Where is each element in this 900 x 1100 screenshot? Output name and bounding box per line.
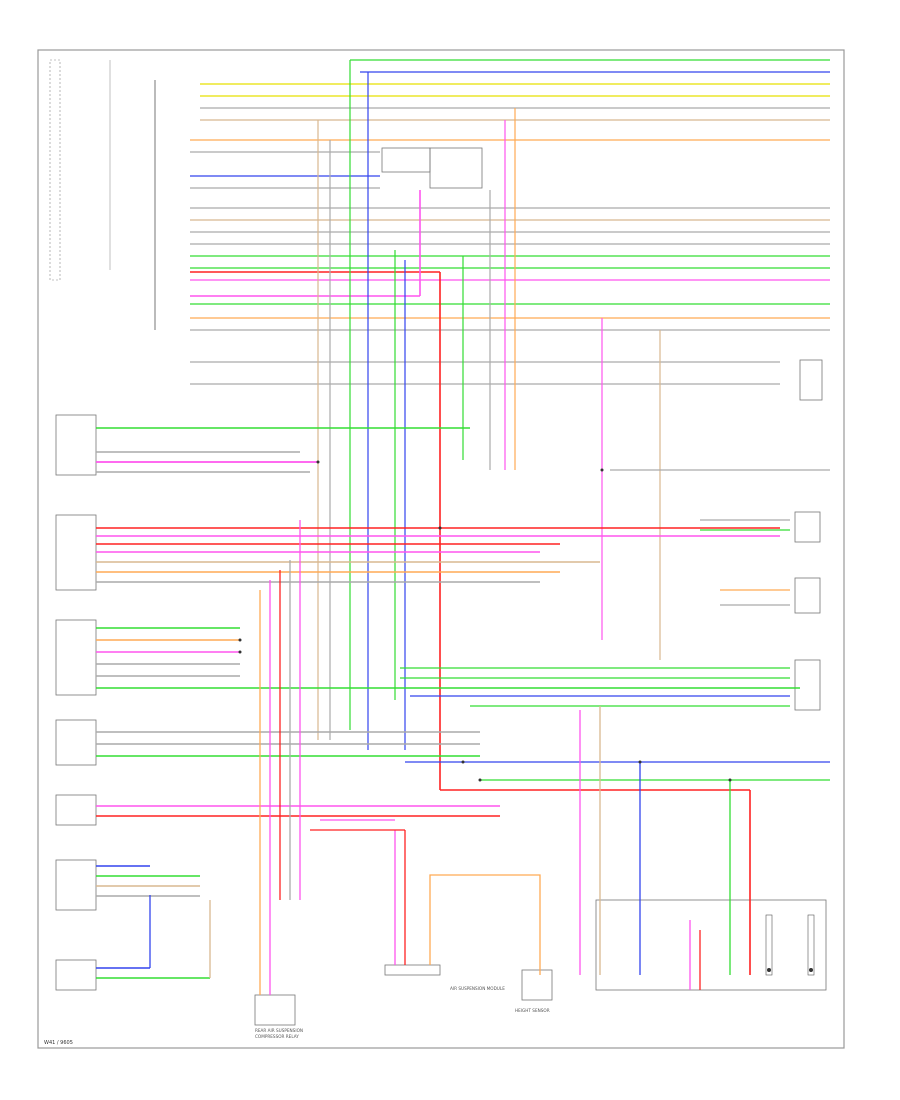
left-module-7 (55, 959, 97, 991)
relay-box-1 (381, 147, 431, 173)
right-module-2 (794, 511, 821, 543)
relay-box-2 (429, 147, 483, 189)
bottom-right-plugs (765, 914, 815, 976)
wire-group-left (96, 427, 800, 979)
left-module-5 (55, 794, 97, 826)
frame-id-label: W41 / 9605 (44, 1040, 73, 1046)
left-module-6 (55, 859, 97, 911)
bottom-right-connector (595, 899, 827, 991)
right-module-1 (799, 359, 823, 401)
bottom-connector-left (254, 994, 296, 1026)
left-module-1 (55, 414, 97, 476)
bottom-module-center (384, 964, 441, 976)
diagram-frame (37, 49, 845, 1049)
wire-group-bottom (149, 520, 701, 995)
module-label-bottom-center: AIR SUSPENSION MODULE (450, 986, 505, 991)
wire-group-right (400, 469, 830, 975)
left-module-4 (55, 719, 97, 766)
top-left-module-box (49, 59, 61, 281)
wire-group-vertical (109, 60, 661, 790)
bottom-sensor (521, 969, 553, 1001)
module-label-bottom-right: HEIGHT SENSOR (515, 1008, 550, 1013)
right-module-3 (794, 577, 821, 614)
left-module-3 (55, 619, 97, 696)
wire-group-top (190, 59, 830, 385)
junction-dots (238, 460, 732, 782)
left-module-2 (55, 514, 97, 591)
right-module-4 (794, 659, 821, 711)
module-label-bottom-left-b: COMPRESSOR RELAY (255, 1034, 299, 1039)
module-label-bottom-left-a: REAR AIR SUSPENSION (255, 1028, 303, 1033)
